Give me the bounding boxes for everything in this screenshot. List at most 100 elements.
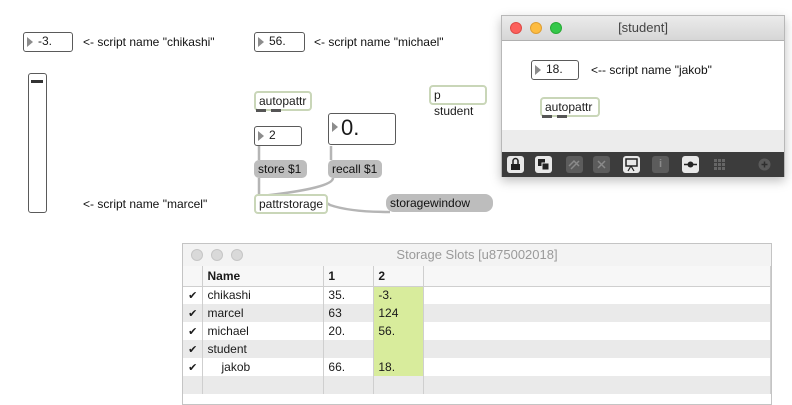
number-box-jakob[interactable]: 18. bbox=[531, 60, 579, 80]
object-label: pattrstorage bbox=[259, 197, 324, 211]
comment-chikashi: <- script name "chikashi" bbox=[83, 35, 215, 49]
table-row[interactable] bbox=[183, 376, 771, 394]
subpatch-window-student: [student] 18. <-- script name "jakob" au… bbox=[501, 15, 785, 177]
column-header-check bbox=[183, 266, 204, 287]
empty-cell bbox=[423, 358, 771, 376]
triangle-icon bbox=[535, 65, 541, 75]
column-header-name[interactable]: Name bbox=[202, 266, 325, 287]
window-title: Storage Slots [u875002018] bbox=[396, 247, 558, 262]
empty-cell bbox=[423, 340, 771, 358]
row-checkbox[interactable]: ✔ bbox=[183, 340, 204, 358]
presentation-icon[interactable] bbox=[535, 156, 552, 173]
empty-cell bbox=[423, 376, 771, 394]
number-box-chikashi[interactable]: -3. bbox=[23, 32, 73, 52]
close-button[interactable] bbox=[510, 22, 522, 34]
easel-icon[interactable] bbox=[623, 156, 640, 173]
zoom-button[interactable] bbox=[231, 249, 243, 261]
slot-1-value[interactable]: 63 bbox=[323, 304, 375, 322]
store-message[interactable]: store $1 bbox=[254, 160, 307, 178]
minimize-button[interactable] bbox=[530, 22, 542, 34]
row-name: student bbox=[202, 340, 325, 358]
empty-cell bbox=[423, 286, 771, 304]
table-row[interactable]: ✔ jakob 66. 18. bbox=[183, 358, 771, 376]
autopattr-object[interactable]: autopattr bbox=[254, 91, 312, 112]
row-checkbox[interactable]: ✔ bbox=[183, 286, 204, 304]
triangle-icon bbox=[258, 37, 264, 47]
window-titlebar[interactable]: Storage Slots [u875002018] bbox=[183, 244, 771, 267]
table-row[interactable]: ✔ michael 20. 56. bbox=[183, 322, 771, 340]
triangle-icon bbox=[332, 122, 338, 132]
column-header-empty bbox=[423, 266, 771, 287]
slot-1-value[interactable]: 66. bbox=[323, 358, 375, 376]
number-box-store[interactable]: 2 bbox=[254, 126, 302, 146]
row-checkbox[interactable]: ✔ bbox=[183, 322, 204, 340]
storagewindow-message[interactable]: storagewindow bbox=[386, 194, 493, 212]
column-header-slot-1[interactable]: 1 bbox=[323, 266, 375, 287]
table-row[interactable]: ✔ student bbox=[183, 340, 771, 358]
row-name: marcel bbox=[202, 304, 325, 322]
number-value: 56. bbox=[269, 34, 286, 48]
row-checkbox[interactable]: ✔ bbox=[183, 358, 204, 376]
number-value: 18. bbox=[546, 62, 563, 76]
cord-storagewindow-to-pattrstorage bbox=[319, 197, 391, 214]
number-value: -3. bbox=[38, 34, 53, 48]
vertical-slider-marcel[interactable] bbox=[28, 73, 47, 213]
window-title: [student] bbox=[618, 20, 668, 35]
column-header-slot-2[interactable]: 2 bbox=[373, 266, 425, 287]
slot-1-value[interactable]: 20. bbox=[323, 322, 375, 340]
autopattr-object[interactable]: autopattr bbox=[540, 97, 600, 118]
slot-2-value[interactable] bbox=[373, 376, 425, 394]
slot-2-value[interactable] bbox=[373, 340, 425, 358]
patcher-toolbar: i bbox=[502, 152, 784, 177]
comment-michael: <- script name "michael" bbox=[314, 35, 444, 49]
zoom-button[interactable] bbox=[550, 22, 562, 34]
comment-marcel: <- script name "marcel" bbox=[83, 197, 208, 211]
slider-icon[interactable] bbox=[682, 156, 699, 173]
number-box-recall[interactable]: 0. bbox=[328, 113, 396, 145]
plus-icon[interactable] bbox=[756, 156, 773, 173]
slot-2-value[interactable]: 18. bbox=[373, 358, 425, 376]
number-box-michael[interactable]: 56. bbox=[254, 32, 305, 52]
comment-jakob: <-- script name "jakob" bbox=[591, 63, 712, 77]
row-name: michael bbox=[202, 322, 325, 340]
triangle-icon bbox=[258, 131, 264, 141]
slot-2-value[interactable]: 56. bbox=[373, 322, 425, 340]
delete-icon[interactable] bbox=[593, 156, 610, 173]
minimize-button[interactable] bbox=[211, 249, 223, 261]
outlet[interactable] bbox=[557, 115, 567, 118]
window-titlebar[interactable]: [student] bbox=[502, 16, 784, 41]
lock-icon[interactable] bbox=[507, 156, 524, 173]
slot-1-value[interactable] bbox=[323, 376, 375, 394]
outlet[interactable] bbox=[256, 109, 266, 112]
row-name bbox=[202, 376, 325, 394]
number-value: 0. bbox=[341, 115, 360, 140]
pattrstorage-object[interactable]: pattrstorage bbox=[254, 194, 328, 214]
triangle-icon bbox=[27, 37, 33, 47]
storage-slots-table: Name 1 2 ✔ chikashi 35. -3. ✔ marcel 63 … bbox=[183, 266, 771, 394]
canvas-bottom-band bbox=[502, 130, 784, 152]
storage-slots-window: Storage Slots [u875002018] Name 1 2 ✔ ch… bbox=[182, 243, 772, 405]
close-button[interactable] bbox=[191, 249, 203, 261]
info-icon[interactable]: i bbox=[652, 156, 669, 173]
recall-message[interactable]: recall $1 bbox=[328, 160, 382, 178]
grid-icon[interactable] bbox=[711, 156, 728, 173]
object-label: p student bbox=[434, 88, 474, 118]
empty-cell bbox=[423, 304, 771, 322]
object-label: autopattr bbox=[259, 94, 307, 108]
table-row[interactable]: ✔ marcel 63 124 bbox=[183, 304, 771, 322]
slot-2-value[interactable]: 124 bbox=[373, 304, 425, 322]
row-checkbox[interactable]: ✔ bbox=[183, 304, 204, 322]
slider-knob[interactable] bbox=[31, 80, 43, 83]
table-header-row: Name 1 2 bbox=[183, 266, 771, 287]
table-row[interactable]: ✔ chikashi 35. -3. bbox=[183, 286, 771, 304]
row-checkbox[interactable] bbox=[183, 376, 204, 394]
outlet[interactable] bbox=[542, 115, 552, 118]
slot-1-value[interactable]: 35. bbox=[323, 286, 375, 304]
slot-1-value[interactable] bbox=[323, 340, 375, 358]
object-label: autopattr bbox=[545, 100, 593, 114]
slot-2-value[interactable]: -3. bbox=[373, 286, 425, 304]
p-student-object[interactable]: p student bbox=[429, 85, 487, 118]
outlet[interactable] bbox=[271, 109, 281, 112]
grid-lines-icon[interactable] bbox=[566, 156, 583, 173]
number-value: 2 bbox=[269, 128, 276, 142]
